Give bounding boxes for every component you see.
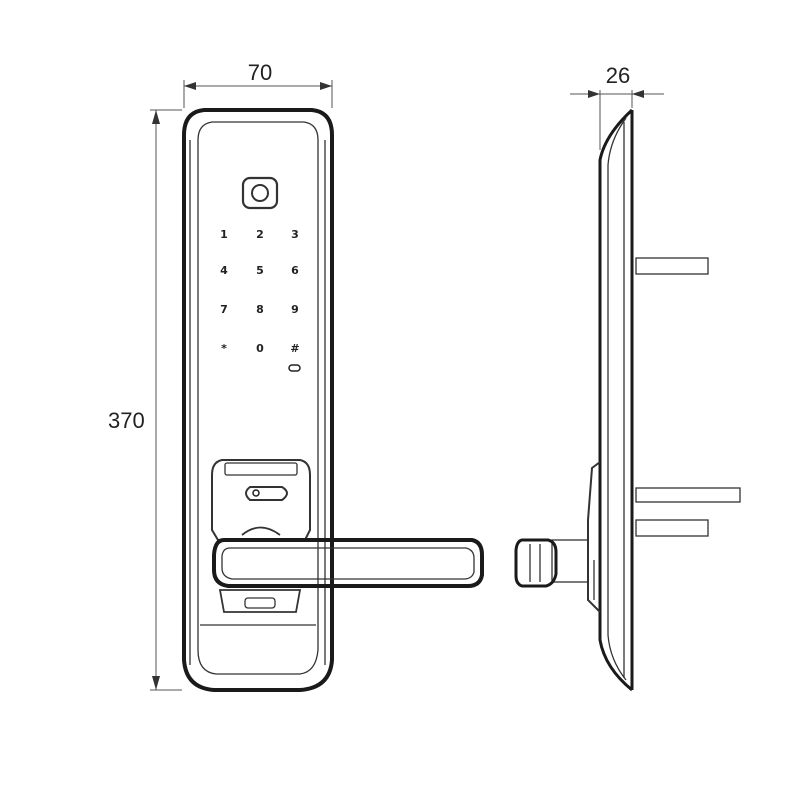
depth-arrow-right (632, 90, 644, 98)
width-dimension: 70 (183, 60, 333, 108)
height-arrow-bottom (152, 676, 160, 690)
doorbell-icon[interactable] (288, 364, 301, 372)
depth-arrow-left (588, 90, 600, 98)
depth-label: 26 (606, 63, 630, 88)
camera-sensor (241, 176, 279, 210)
keypad: 1 2 3 4 5 6 7 8 9 * 0 # (220, 228, 301, 372)
key-7[interactable]: 7 (220, 303, 228, 316)
front-body-outline (182, 108, 334, 692)
key-3[interactable]: 3 (291, 228, 299, 241)
side-body-outline (598, 108, 634, 692)
side-inner-profile (607, 117, 627, 681)
middle-bolt-short (635, 519, 709, 537)
key-4[interactable]: 4 (220, 264, 228, 277)
handle-lower-housing (218, 589, 302, 613)
lever-handle-inner (221, 547, 475, 580)
keyhole-cover (244, 597, 276, 609)
middle-bolt-long (635, 487, 741, 503)
camera-lens-icon (251, 184, 269, 202)
front-view: 1 2 3 4 5 6 7 8 9 * 0 # (182, 108, 484, 692)
key-5[interactable]: 5 (256, 264, 264, 277)
key-8[interactable]: 8 (256, 303, 264, 316)
key-hash[interactable]: # (290, 342, 299, 355)
key-6[interactable]: 6 (291, 264, 299, 277)
width-label: 70 (248, 60, 272, 85)
key-2[interactable]: 2 (256, 228, 264, 241)
key-9[interactable]: 9 (291, 303, 299, 316)
width-arrow-left (184, 82, 196, 90)
key-star[interactable]: * (221, 342, 227, 355)
lever-handle[interactable] (212, 538, 484, 588)
depth-dimension: 26 (570, 63, 664, 150)
width-arrow-right (320, 82, 332, 90)
side-handle-neck (551, 539, 589, 583)
side-view (514, 108, 741, 692)
fingerprint-dot (252, 489, 260, 497)
upper-bolt (635, 257, 709, 275)
height-arrow-top (152, 110, 160, 124)
side-lever-end[interactable] (514, 538, 558, 588)
height-label: 370 (108, 408, 145, 433)
fingerprint-sensor-icon (245, 486, 288, 501)
front-inner-panel (197, 121, 319, 675)
key-1[interactable]: 1 (220, 228, 228, 241)
height-dimension: 370 (108, 109, 182, 691)
key-0[interactable]: 0 (256, 342, 264, 355)
side-handle-base (587, 461, 601, 613)
fingerprint-window (224, 462, 298, 476)
handle-rosette (241, 526, 281, 536)
